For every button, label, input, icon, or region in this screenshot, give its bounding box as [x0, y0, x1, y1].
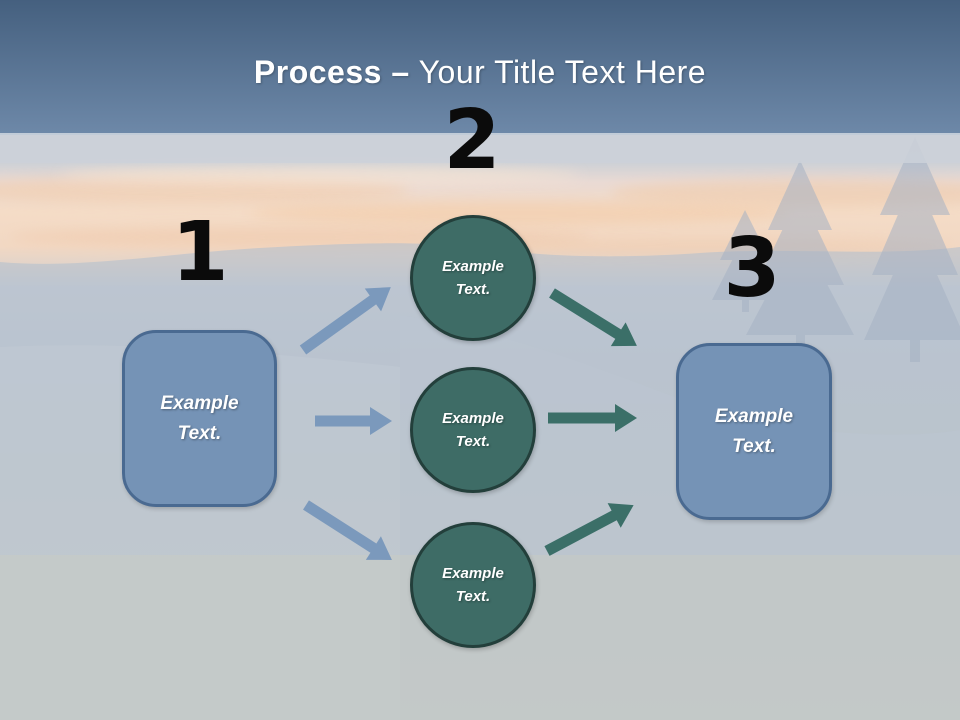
slide-title: Process –Your Title Text Here — [0, 54, 960, 91]
stage-circle-middle: Example Text. — [410, 367, 536, 493]
title-emphasis: Process – — [253, 54, 410, 90]
step-number-2: 2 — [443, 93, 501, 188]
title-bar: Process –Your Title Text Here — [0, 0, 960, 135]
step-number-1: 1 — [171, 205, 229, 300]
stage-circle-middle-label: Example Text. — [442, 409, 504, 450]
haze-bank — [0, 345, 400, 720]
end-box-label: Example Text. — [714, 406, 794, 457]
stage-circle-bottom-label: Example Text. — [442, 564, 504, 605]
start-box: Example Text. — [122, 330, 277, 507]
end-box: Example Text. — [676, 343, 832, 520]
stage-circle-top-label: Example Text. — [442, 257, 504, 298]
stage-circle-top: Example Text. — [410, 215, 536, 341]
step-number-3: 3 — [723, 221, 781, 316]
pine-trees — [712, 137, 960, 362]
stage-circle-bottom: Example Text. — [410, 522, 536, 648]
pine-tree-small — [712, 210, 778, 312]
mountain-slope-near — [400, 315, 960, 720]
pine-tree-tall — [864, 137, 960, 362]
title-text: Your Title Text Here — [418, 54, 707, 90]
start-box-label: Example Text. — [160, 393, 239, 444]
pine-tree-large — [746, 160, 854, 355]
wash-band — [0, 135, 960, 163]
